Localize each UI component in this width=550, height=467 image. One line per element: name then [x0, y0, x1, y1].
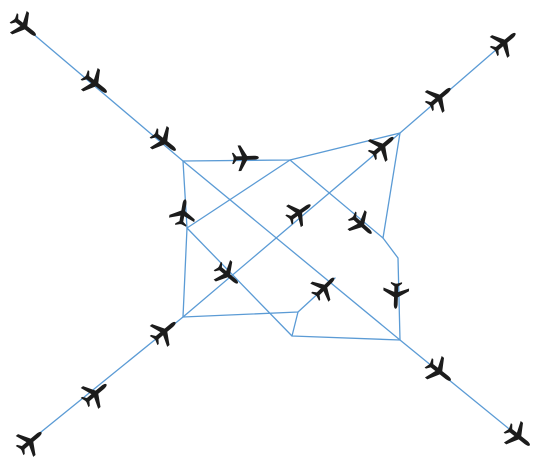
airplane-icon [144, 122, 185, 162]
route-hub-left-edge [182, 160, 188, 318]
route-lines [24, 26, 520, 446]
airplane-icon [419, 352, 460, 392]
airplane-icon [231, 144, 260, 172]
route-diagonal-topleft-bottomright [24, 26, 520, 438]
route-hub-right-edge [382, 132, 401, 341]
route-inner-bottom-stub [291, 311, 299, 337]
airplane-icon [306, 268, 344, 306]
airplane-icon [209, 256, 247, 294]
airplane-icon [382, 281, 410, 310]
route-hub-top-edge [182, 132, 401, 162]
route-inner-top-to-right [289, 159, 384, 239]
airplane-icon [75, 373, 116, 413]
airplane-icon [144, 311, 185, 351]
airplane-icon [484, 22, 525, 62]
airplane-icon [498, 417, 539, 457]
route-inner-left-to-bottom [186, 227, 401, 341]
route-diagonal-bottomleft-topright [24, 41, 506, 446]
airplane-icon [343, 206, 381, 244]
airplane-icon [75, 64, 116, 104]
airplane-icon [281, 194, 318, 231]
airplane-icon [4, 7, 45, 47]
airplane-icon [10, 421, 51, 461]
route-inner-top-to-left [186, 159, 291, 229]
